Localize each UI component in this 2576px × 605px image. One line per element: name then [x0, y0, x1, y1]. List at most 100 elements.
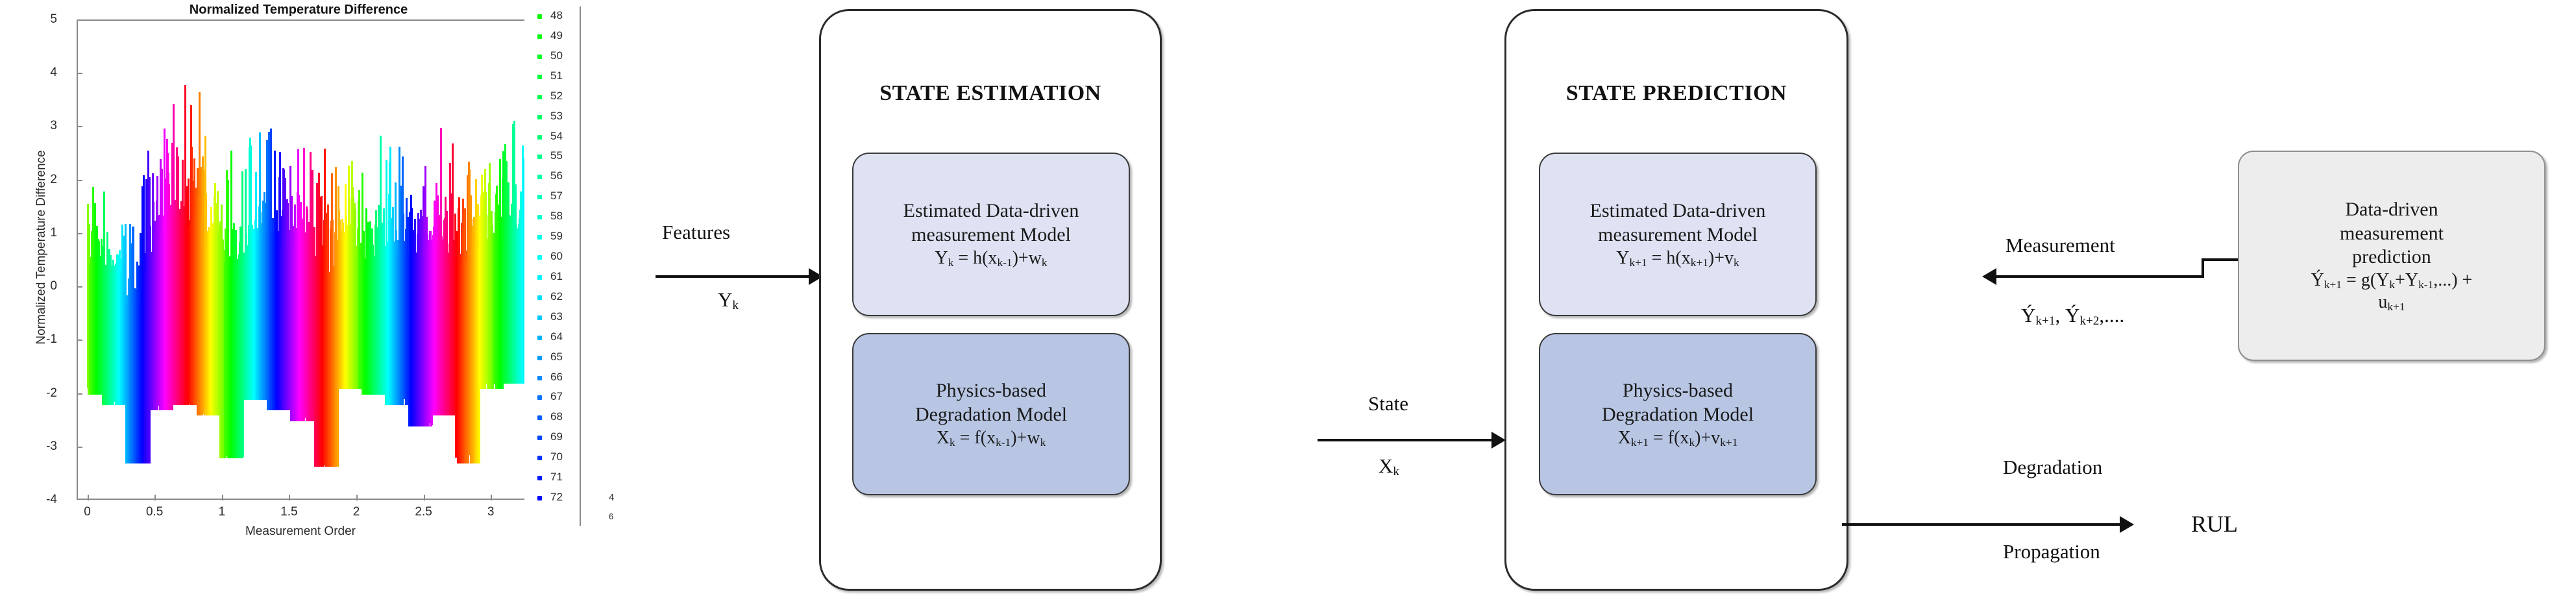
- legend-label: 52: [550, 89, 563, 102]
- rul-label: RUL: [2191, 511, 2238, 537]
- estimation-degradation-line1: Physics-based: [936, 380, 1046, 402]
- legend-item: 64: [536, 330, 584, 343]
- legend-marker-icon: [537, 295, 542, 300]
- estimation-degradation-model-box: Physics-based Degradation Model Xk = f(x…: [852, 333, 1130, 495]
- y-tick-label: -4: [46, 493, 57, 506]
- prediction-measurement-model-box: Estimated Data-driven measurement Model …: [1539, 153, 1817, 316]
- y-tick-label: 1: [50, 225, 57, 240]
- legend-label: 51: [550, 69, 563, 82]
- stray-mark-6: 6: [609, 512, 614, 521]
- legend-item: 57: [536, 190, 584, 203]
- estimation-degradation-equation: Xk = f(xk-1)+wk: [936, 427, 1046, 449]
- legend-label: 68: [550, 410, 563, 423]
- legend-item: 72: [536, 491, 584, 503]
- legend-item: 50: [536, 49, 584, 62]
- legend-marker-icon: [537, 456, 542, 461]
- prediction-degradation-model-box: Physics-based Degradation Model Xk+1 = f…: [1539, 333, 1817, 495]
- legend-item: 68: [536, 410, 584, 423]
- estimation-measurement-model-box: Estimated Data-driven measurement Model …: [852, 153, 1130, 316]
- legend-label: 61: [550, 269, 563, 282]
- legend-marker-icon: [537, 476, 542, 481]
- legend-item: 56: [536, 169, 584, 182]
- prediction-block-line2: measurement: [2340, 222, 2444, 244]
- legend-label: 48: [550, 9, 563, 21]
- legend-marker-icon: [537, 255, 542, 260]
- estimation-measurement-line1: Estimated Data-driven: [903, 200, 1079, 222]
- y-tick-label: 5: [50, 12, 57, 26]
- legend-marker-icon: [537, 14, 542, 19]
- x-tick-label: 0: [84, 505, 91, 519]
- legend-item: 51: [536, 69, 584, 82]
- features-label: Features: [662, 221, 731, 243]
- state-symbol: Xk: [1379, 454, 1399, 479]
- legend-label: 67: [550, 390, 563, 403]
- legend-item: 63: [536, 310, 584, 323]
- legend-marker-icon: [537, 215, 542, 220]
- y-tick-mark: [77, 286, 82, 288]
- legend-item: 70: [536, 451, 584, 463]
- features-symbol: Yk: [718, 288, 739, 313]
- legend-label: 65: [550, 350, 563, 363]
- x-tick-label: 1: [218, 505, 226, 519]
- legend-marker-icon: [537, 375, 542, 380]
- prediction-measurement-equation: Yk+1 = h(xk+1)+vk: [1616, 247, 1739, 269]
- estimation-measurement-line2: measurement Model: [911, 223, 1071, 245]
- features-arrow-line: [656, 275, 810, 278]
- legend-marker-icon: [537, 436, 542, 441]
- measurement-arrow-head: [1982, 268, 1996, 285]
- legend-item: 67: [536, 390, 584, 403]
- measurement-label: Measurement: [2006, 234, 2115, 256]
- legend-marker-icon: [537, 195, 542, 200]
- y-tick-mark: [77, 73, 82, 75]
- estimation-degradation-line2: Degradation Model: [914, 403, 1068, 425]
- legend-label: 69: [550, 430, 563, 443]
- x-tick-mark: [423, 495, 425, 500]
- bar-series: [78, 21, 524, 499]
- state-label: State: [1368, 392, 1408, 415]
- measurement-arrow-line: [1996, 275, 2204, 278]
- x-tick-mark: [154, 495, 156, 500]
- x-tick-mark: [221, 495, 223, 500]
- legend-label: 72: [550, 491, 563, 503]
- x-tick-mark: [289, 495, 291, 500]
- state-estimation-title: STATE ESTIMATION: [879, 81, 1101, 105]
- state-estimation-box: STATE ESTIMATION Estimated Data-driven m…: [819, 9, 1162, 591]
- rul-arrow-head: [2120, 516, 2134, 533]
- legend-label: 64: [550, 330, 563, 343]
- legend-item: 69: [536, 430, 584, 443]
- legend-marker-icon: [537, 34, 542, 39]
- estimation-measurement-equation: Yk = h(xk-1)+wk: [935, 247, 1048, 269]
- state-arrow-head: [1491, 432, 1506, 449]
- legend-label: 50: [550, 49, 563, 62]
- legend-label: 58: [550, 210, 563, 223]
- legend-marker-icon: [537, 134, 542, 140]
- legend-marker-icon: [537, 94, 542, 99]
- y-tick-label: 2: [50, 172, 57, 186]
- x-tick-label: 3: [487, 505, 495, 519]
- y-tick-label: -2: [46, 386, 57, 400]
- x-tick-mark: [87, 495, 89, 500]
- prediction-block-line1: Data-driven: [2345, 198, 2438, 220]
- legend-marker-icon: [537, 335, 542, 340]
- x-tick-label: 2.5: [415, 505, 432, 519]
- legend-item: 59: [536, 230, 584, 242]
- legend-label: 71: [550, 471, 563, 484]
- prediction-block-equation-2: uk+1: [2378, 291, 2405, 313]
- x-tick-label: 2: [352, 505, 360, 519]
- prediction-degradation-line1: Physics-based: [1623, 380, 1733, 402]
- x-tick-mark: [491, 495, 493, 500]
- legend-marker-icon: [537, 496, 542, 500]
- data-driven-prediction-box: Data-driven measurement prediction Ýk+1 …: [2238, 151, 2545, 361]
- legend-item: 60: [536, 250, 584, 262]
- legend-label: 57: [550, 190, 563, 203]
- legend-marker-icon: [537, 54, 542, 59]
- y-tick-mark: [77, 340, 82, 341]
- y-tick-mark: [77, 393, 82, 395]
- y-tick-mark: [77, 19, 82, 21]
- legend-marker-icon: [537, 415, 542, 421]
- legend-label: 60: [550, 250, 563, 262]
- legend-marker-icon: [537, 355, 542, 360]
- degradation-label: Degradation: [2003, 456, 2103, 478]
- legend-label: 56: [550, 169, 563, 182]
